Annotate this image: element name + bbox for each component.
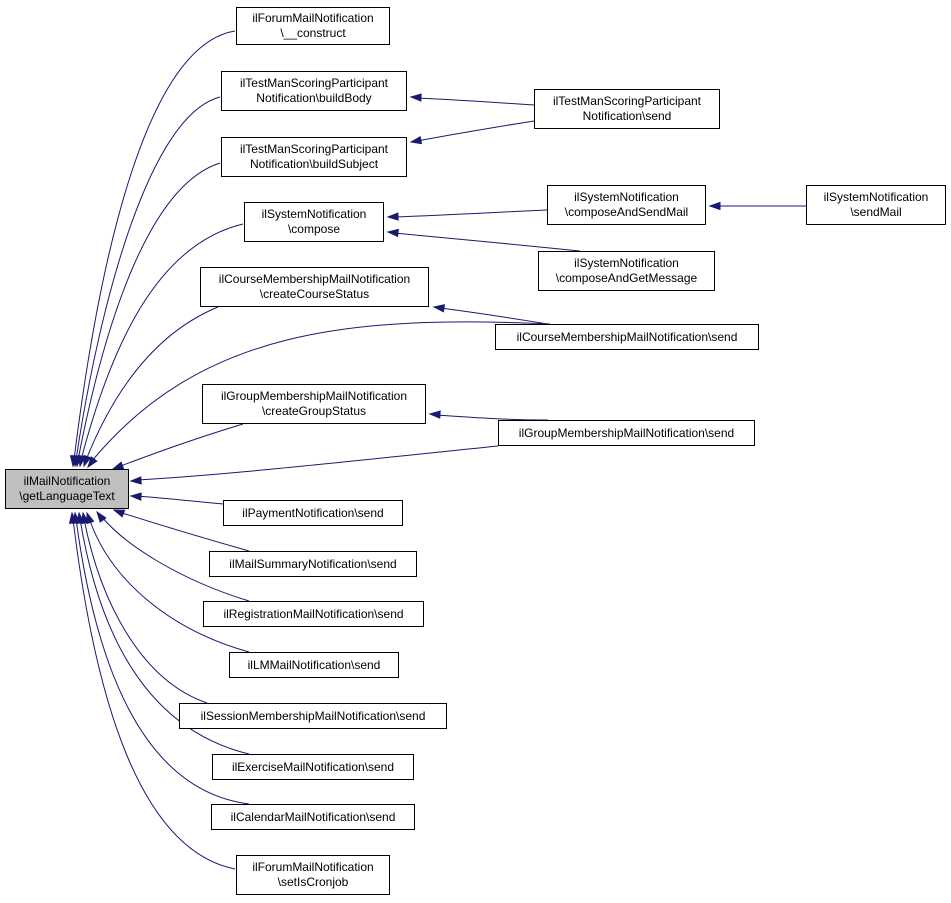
node-testman-buildbody[interactable]: ilTestManScoringParticipant Notification… (221, 71, 407, 111)
node-exercise-send[interactable]: ilExerciseMailNotification\send (212, 754, 414, 780)
arrowhead-course_send-to-root (87, 456, 98, 469)
node-course-createstatus[interactable]: ilCourseMembershipMailNotification \crea… (200, 267, 429, 307)
node-session-send[interactable]: ilSessionMembershipMailNotification\send (179, 703, 447, 729)
node-group-send[interactable]: ilGroupMembershipMailNotification\send (498, 420, 755, 446)
edge-course_createstatus-to-root (85, 306, 219, 461)
edge-sys_composeandgetmessage-to-sys_compose (393, 232, 581, 252)
node-forum-construct[interactable]: ilForumMailNotification \__construct (236, 7, 390, 45)
arrowhead-course_createstatus-to-root (83, 454, 92, 468)
edge-exercise_send-to-root (79, 518, 250, 755)
edge-sys_compose-to-root (80, 223, 244, 461)
arrowhead-sys_composeandsendmail-to-sys_compose (386, 212, 399, 221)
arrowhead-registration_send-to-root (96, 510, 107, 523)
edge-sys_composeandsendmail-to-sys_compose (393, 209, 548, 218)
edge-forum_setiscronjob-to-root (72, 518, 236, 870)
edge-group_send-to-root (135, 445, 499, 481)
node-forum-setiscronjob[interactable]: ilForumMailNotification \setIsCronjob (236, 855, 390, 895)
edge-forum_construct-to-root (73, 30, 236, 461)
edge-testman_buildsubject-to-root (77, 162, 221, 461)
edge-testman_send-to-testman_buildbody (416, 97, 535, 106)
node-calendar-send[interactable]: ilCalendarMailNotification\send (211, 804, 415, 830)
node-root: ilMailNotification \getLanguageText (5, 469, 129, 509)
arrowhead-sys_composeandgetmessage-to-sys_compose (386, 228, 399, 238)
arrowhead-lm_send-to-root (86, 511, 95, 525)
arrowhead-testman_send-to-testman_buildbody (409, 93, 422, 102)
node-payment-send[interactable]: ilPaymentNotification\send (223, 500, 403, 526)
edge-payment_send-to-root (135, 495, 224, 505)
edge-course_send-to-course_createstatus (439, 307, 549, 325)
arrowhead-course_send-to-course_createstatus (432, 304, 445, 313)
edge-mailsummary_send-to-root (118, 511, 250, 552)
node-sys-composeandsendmail[interactable]: ilSystemNotification \composeAndSendMail (547, 185, 706, 225)
edge-group_createstatus-to-root (117, 423, 244, 468)
arrowhead-mailsummary_send-to-root (112, 509, 126, 518)
node-sys-compose[interactable]: ilSystemNotification \compose (244, 202, 384, 242)
arrowhead-forum_setiscronjob-to-root (68, 511, 78, 524)
node-sys-composeandgetmessage[interactable]: ilSystemNotification \composeAndGetMessa… (538, 251, 715, 291)
node-testman-send[interactable]: ilTestManScoringParticipant Notification… (534, 89, 720, 129)
edge-session_send-to-root (83, 518, 208, 704)
edge-group_send-to-group_createstatus (435, 414, 549, 421)
edge-course_send-to-root (90, 321, 551, 463)
arrowhead-group_createstatus-to-root (111, 461, 125, 470)
node-group-createstatus[interactable]: ilGroupMembershipMailNotification \creat… (202, 384, 426, 424)
node-testman-buildsubject[interactable]: ilTestManScoringParticipant Notification… (221, 137, 407, 177)
node-mailsummary-send[interactable]: ilMailSummaryNotification\send (209, 551, 417, 577)
node-lm-send[interactable]: ilLMMailNotification\send (229, 652, 399, 678)
arrowhead-group_send-to-root (129, 476, 142, 485)
arrowhead-payment_send-to-root (129, 492, 142, 501)
edge-calendar_send-to-root (75, 518, 250, 805)
edge-lm_send-to-root (88, 517, 250, 653)
arrowhead-testman_send-to-testman_buildsubject (409, 136, 423, 145)
node-registration-send[interactable]: ilRegistrationMailNotification\send (203, 601, 424, 627)
edge-testman_buildbody-to-root (75, 96, 221, 461)
arrowhead-sys_sendmail-to-sys_composeandsendmail (708, 201, 721, 211)
edge-registration_send-to-root (100, 515, 250, 602)
arrowhead-group_send-to-group_createstatus (428, 410, 441, 419)
node-course-send[interactable]: ilCourseMembershipMailNotification\send (495, 324, 759, 350)
node-sys-sendmail[interactable]: ilSystemNotification \sendMail (806, 185, 946, 225)
edge-testman_send-to-testman_buildsubject (416, 120, 535, 142)
